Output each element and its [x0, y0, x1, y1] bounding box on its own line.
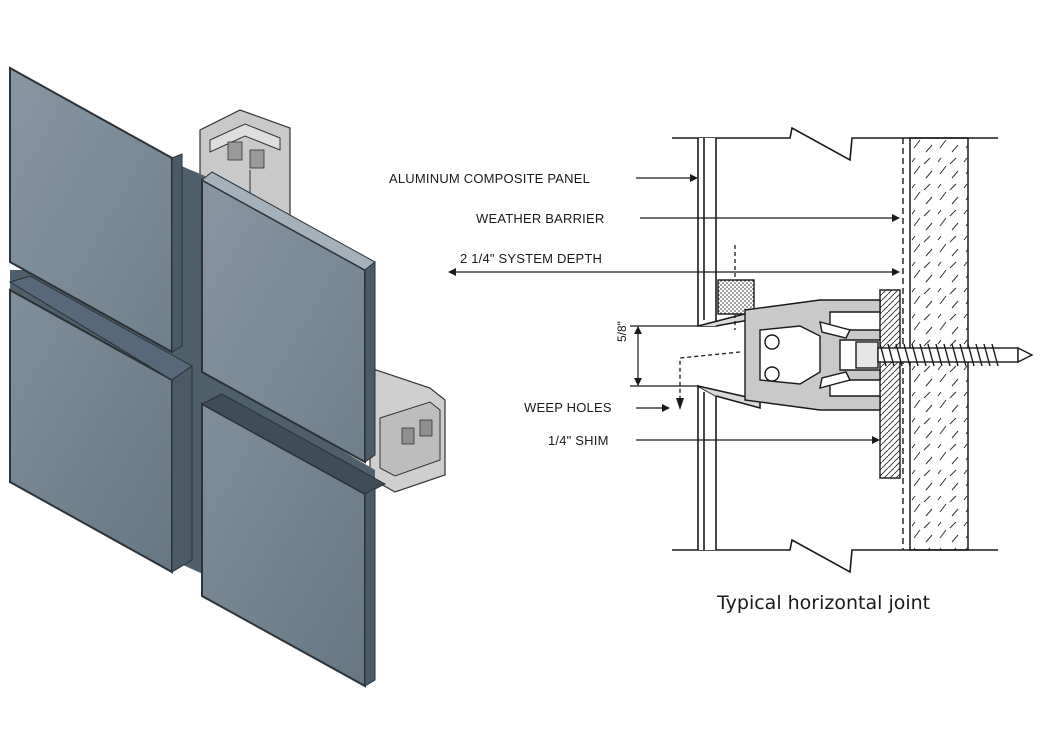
gasket	[717, 279, 755, 315]
lower-panel-section	[697, 384, 761, 550]
break-line-top	[672, 126, 998, 162]
callout-weep-holes: WEEP HOLES	[524, 400, 612, 415]
leader-lines	[452, 177, 896, 441]
break-line-bottom	[672, 538, 998, 574]
extrusion-profile	[744, 299, 881, 411]
substrate-wall	[909, 137, 969, 551]
callout-panel: ALUMINUM COMPOSITE PANEL	[389, 171, 591, 186]
diagram-caption: Typical horizontal joint	[717, 592, 931, 614]
dimension-5-8	[630, 325, 698, 387]
callout-shim: 1/4" SHIM	[548, 433, 609, 448]
shim-block	[879, 289, 901, 479]
panel-bottom-right	[200, 393, 387, 688]
weep-path	[679, 245, 741, 398]
panel-bottom-left	[8, 275, 193, 574]
dimension-label: 5/8"	[615, 321, 629, 342]
panel-top-left	[9, 66, 183, 354]
screw-fastener	[855, 341, 1034, 369]
weep-arrowhead	[676, 398, 684, 410]
callout-weather-barrier: WEATHER BARRIER	[476, 211, 605, 226]
leader-arrowheads	[448, 174, 900, 444]
panel-top-right	[201, 171, 376, 464]
callout-system-depth: 2 1/4" SYSTEM DEPTH	[460, 251, 603, 266]
